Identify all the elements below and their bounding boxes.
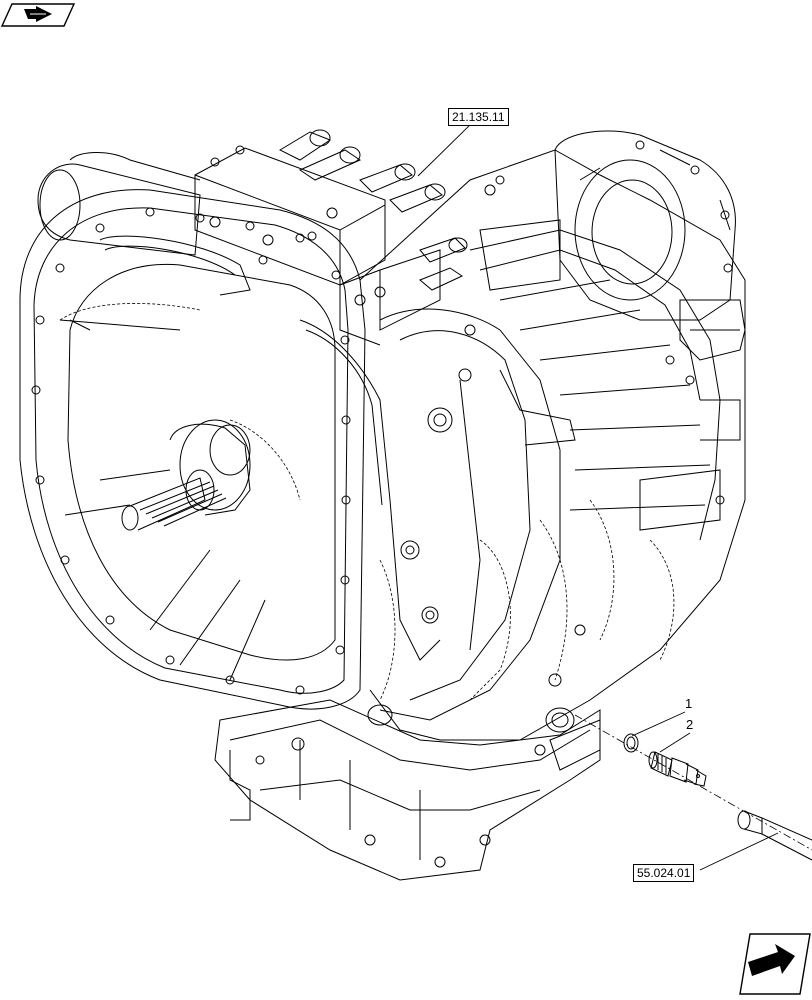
leader-lines [417, 119, 779, 871]
item-number-2[interactable]: 2 [686, 717, 694, 732]
oil-pan [214, 699, 601, 881]
sealing-ring-part[interactable] [623, 733, 639, 753]
transmission-housing [19, 129, 746, 881]
next-arrow-icon[interactable] [739, 933, 811, 995]
wire-connector-part [737, 810, 812, 861]
input-shaft [121, 419, 251, 531]
reference-callout-55-024-01[interactable]: 55.024.01 [633, 864, 695, 882]
temperature-sensor-part[interactable] [648, 751, 707, 787]
item-number-1[interactable]: 1 [685, 696, 693, 711]
exploded-axis-line [574, 714, 812, 851]
back-arrow-icon[interactable] [0, 3, 76, 27]
reference-callout-21-135-11[interactable]: 21.135.11 [448, 108, 509, 126]
main-case [299, 130, 746, 741]
flange-bolts [31, 207, 351, 695]
valve-block [99, 129, 468, 346]
